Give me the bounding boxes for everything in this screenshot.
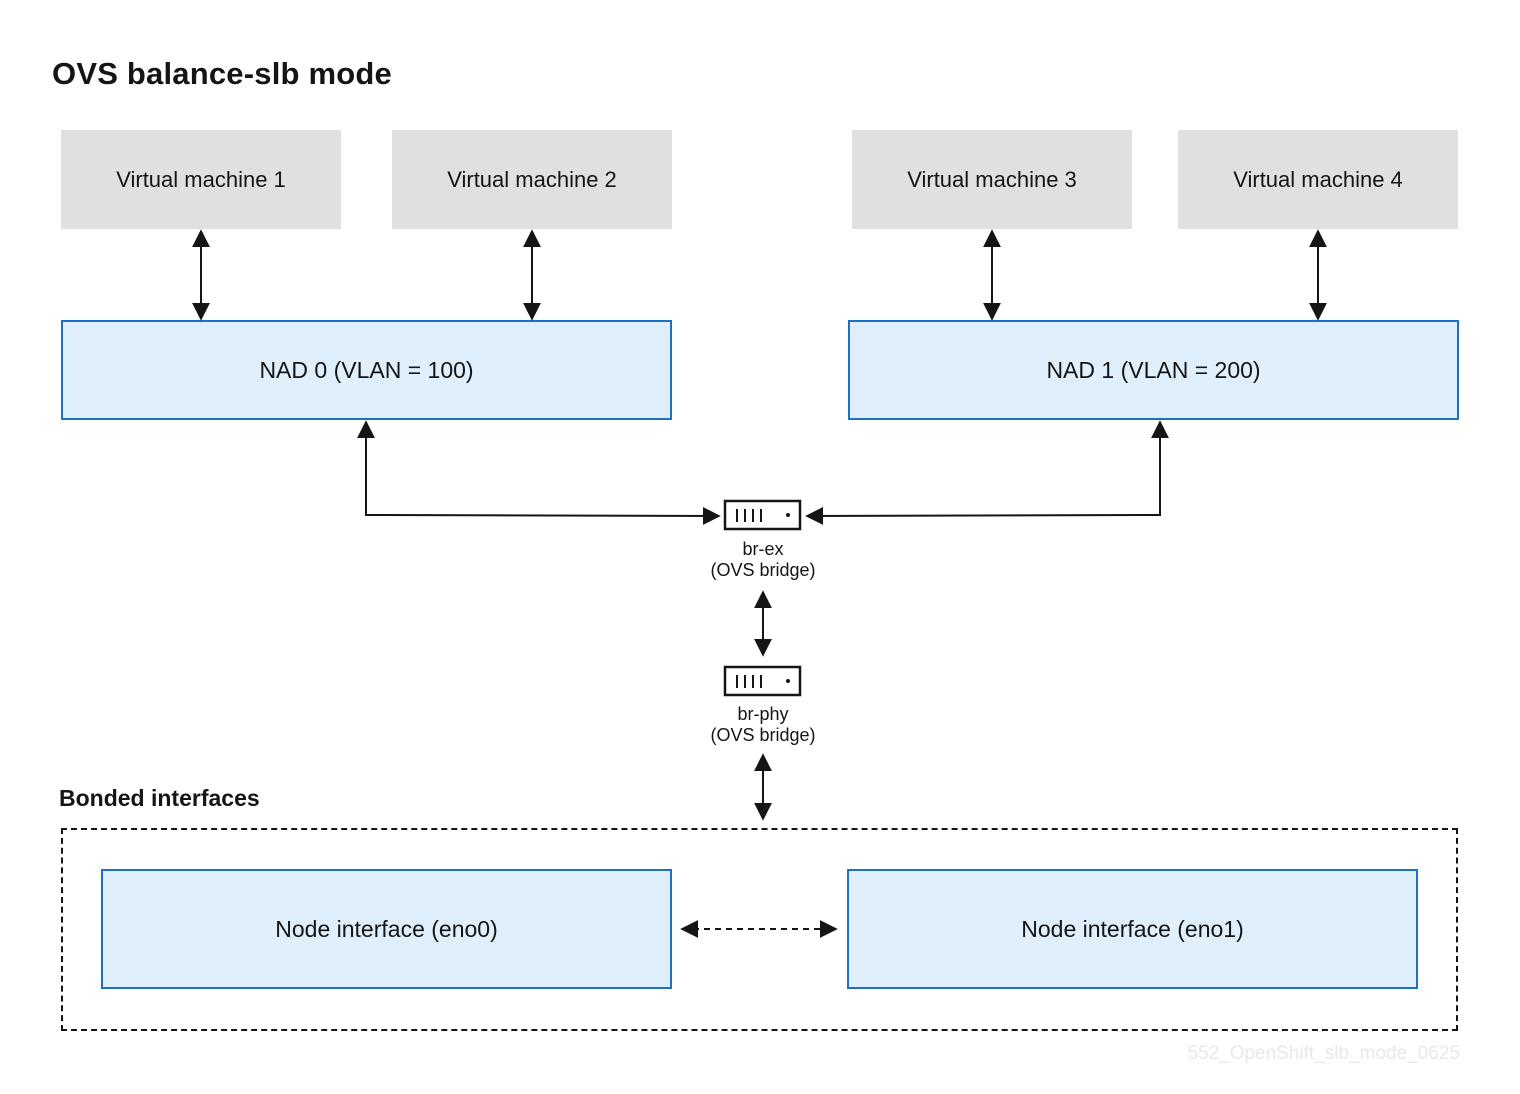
nad-0: NAD 0 (VLAN = 100): [61, 320, 672, 420]
server-icon: [723, 499, 802, 531]
virtual-machine-3: Virtual machine 3: [852, 130, 1132, 229]
nad1-brex-arrow: [805, 420, 1169, 525]
nad-1: NAD 1 (VLAN = 200): [848, 320, 1459, 420]
virtual-machine-1: Virtual machine 1: [61, 130, 341, 229]
node-interface-eno0: Node interface (eno0): [101, 869, 672, 989]
br-phy-label: br-phy (OVS bridge): [663, 704, 863, 746]
nad0-brex-arrow: [357, 420, 721, 525]
br-ex-label: br-ex (OVS bridge): [663, 539, 863, 581]
br-phy-type: (OVS bridge): [710, 725, 816, 745]
virtual-machine-4: Virtual machine 4: [1178, 130, 1458, 229]
diagram-title: OVS balance-slb mode: [52, 56, 392, 91]
bonded-interfaces-group: [61, 828, 1458, 1031]
br-ex-name: br-ex: [742, 539, 784, 559]
br-phy-name: br-phy: [737, 704, 789, 724]
node-interface-eno1: Node interface (eno1): [847, 869, 1418, 989]
br-ex-type: (OVS bridge): [710, 560, 816, 580]
figure-id-watermark: 552_OpenShift_slb_mode_0625: [1187, 1043, 1460, 1064]
server-icon: [723, 665, 802, 697]
bonded-interfaces-label: Bonded interfaces: [59, 785, 260, 811]
virtual-machine-2: Virtual machine 2: [392, 130, 672, 229]
